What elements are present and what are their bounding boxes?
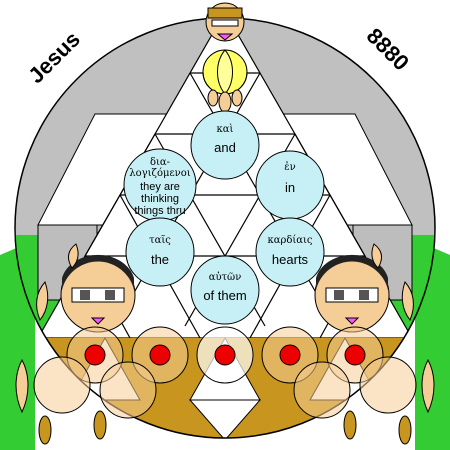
english-word-line2: thinking <box>141 193 179 205</box>
word-circle-kardiais: καρδίαις hearts <box>255 217 325 287</box>
greek-word: ἐν <box>284 162 295 173</box>
greek-word: ταῖς <box>149 235 171 246</box>
face-top <box>205 2 245 42</box>
side-ribbons <box>15 243 435 414</box>
greek-word: καὶ <box>217 124 234 135</box>
english-word: the <box>151 252 169 267</box>
top-petals <box>207 89 243 113</box>
word-circle-tais: ταῖς the <box>125 217 195 287</box>
red-dots <box>84 344 366 366</box>
word-circle-auton: αὐτῶν of them <box>190 255 260 325</box>
greek-word-line2: λογιζόμενοι <box>129 168 190 179</box>
face-right <box>314 254 390 333</box>
english-word-line3: things thru <box>134 205 185 217</box>
english-word-line1: they are <box>140 181 180 193</box>
word-circle-en: ἐν in <box>255 150 325 220</box>
top-halo <box>202 49 248 95</box>
word-circle-dialogizomenoi: δια- λογιζόμενοι they are thinking thing… <box>123 148 197 222</box>
english-word: of them <box>203 288 246 303</box>
english-word: and <box>214 140 236 155</box>
english-word: hearts <box>272 252 309 267</box>
greek-word: καρδίαις <box>267 235 312 246</box>
face-left <box>60 254 136 333</box>
lower-petals <box>38 410 412 445</box>
english-word: in <box>285 180 295 195</box>
greek-word-line1: δια- <box>150 157 170 168</box>
word-circle-kai: καὶ and <box>190 110 260 180</box>
greek-word: αὐτῶν <box>209 272 242 283</box>
